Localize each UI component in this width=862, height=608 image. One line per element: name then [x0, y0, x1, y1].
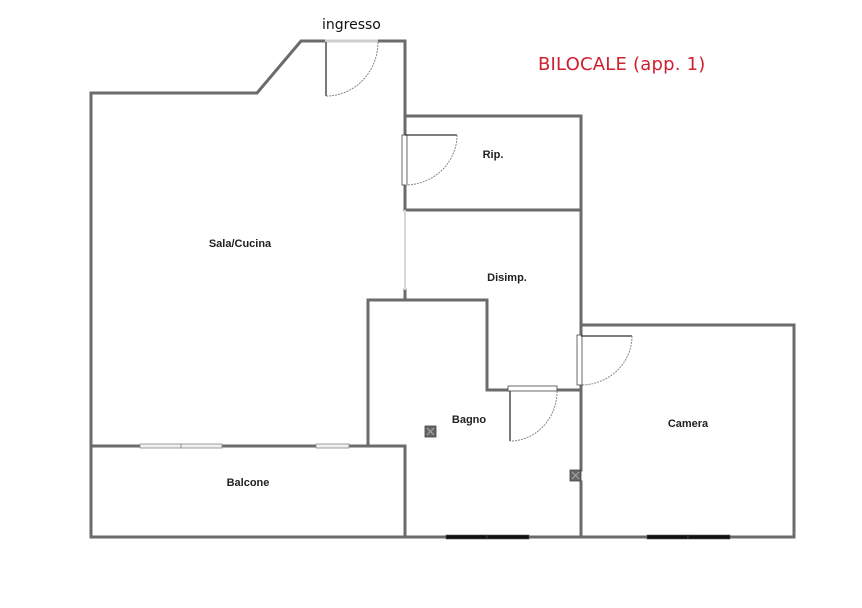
wall-rip: [403, 114, 583, 212]
wall-camera: [579, 323, 796, 539]
wall-balcony: [89, 444, 407, 539]
wall-entry-right: [376, 39, 407, 117]
room-label-bagno: Bagno: [451, 414, 487, 426]
room-label-sala-cucina: Sala/Cucina: [208, 238, 272, 250]
plan-title: BILOCALE (app. 1): [538, 54, 706, 75]
balcony-window-icon: [139, 443, 223, 449]
room-label-disimp: Disimp.: [487, 272, 527, 284]
balcony-small-window-icon: [315, 443, 350, 449]
wall-bagno-top: [366, 298, 510, 447]
vent-icon: [424, 425, 437, 438]
wall-sala-outer: [89, 39, 327, 447]
vent-icon-wall: [569, 469, 582, 482]
camera-door-icon[interactable]: [576, 334, 633, 386]
entrance-label: ingresso: [322, 17, 381, 33]
bagno-window-icon: [445, 534, 530, 540]
rip-door-icon[interactable]: [401, 134, 458, 186]
room-label-balcone: Balcone: [226, 477, 270, 489]
room-label-camera: Camera: [667, 418, 709, 430]
bagno-door-icon[interactable]: [507, 385, 558, 442]
room-label-rip: Rip.: [482, 149, 504, 161]
camera-window-icon: [646, 534, 731, 540]
entrance-door-icon[interactable]: [325, 39, 379, 97]
